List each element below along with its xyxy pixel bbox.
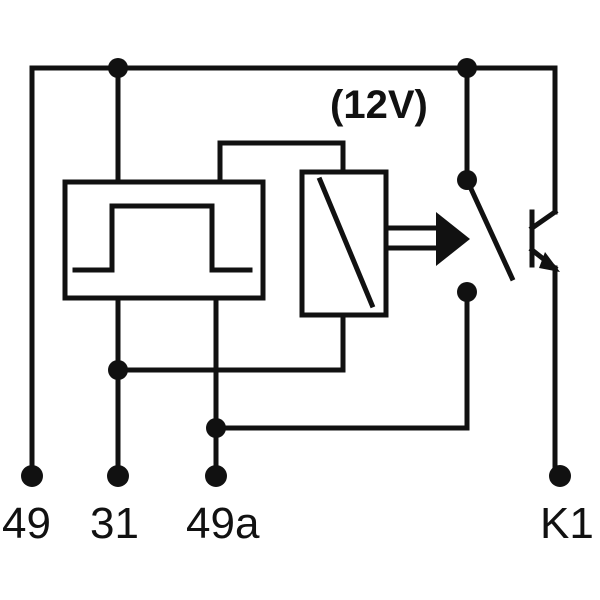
switch-contact-bottom-dot: [457, 282, 477, 302]
49a-to-contact-wire: [213, 289, 470, 431]
coil-diagonal-line: [316, 176, 376, 309]
top-rail-wire: [29, 65, 558, 215]
flasher-timer-box: [62, 179, 266, 301]
junction-dot-49a-contact: [206, 418, 226, 438]
junction-dot-top-31: [108, 58, 128, 78]
terminal-49-label: 49: [2, 499, 51, 548]
relay-coil-box: [299, 169, 389, 318]
terminal-K1-dot: [549, 465, 571, 487]
terminal-49a-label: 49a: [186, 499, 260, 548]
terminal-K1-label: K1: [540, 499, 594, 548]
coil-return-wire: [115, 312, 346, 373]
terminal-49-dot: [21, 465, 43, 487]
switch-blade: [463, 176, 516, 282]
junction-dot-top-switch: [457, 58, 477, 78]
terminal-49a-dot: [205, 465, 227, 487]
pulse-waveform-icon: [72, 203, 253, 273]
switch-contact-top-dot: [457, 170, 477, 190]
timer-to-coil-wire: [217, 140, 346, 185]
transistor-collector: [528, 208, 559, 232]
voltage-label: (12V): [330, 83, 428, 127]
coupling-arrowhead-icon: [436, 212, 470, 266]
junction-dot-31-return: [108, 360, 128, 380]
terminal-31-dot: [107, 465, 129, 487]
terminal-31-label: 31: [90, 499, 139, 548]
